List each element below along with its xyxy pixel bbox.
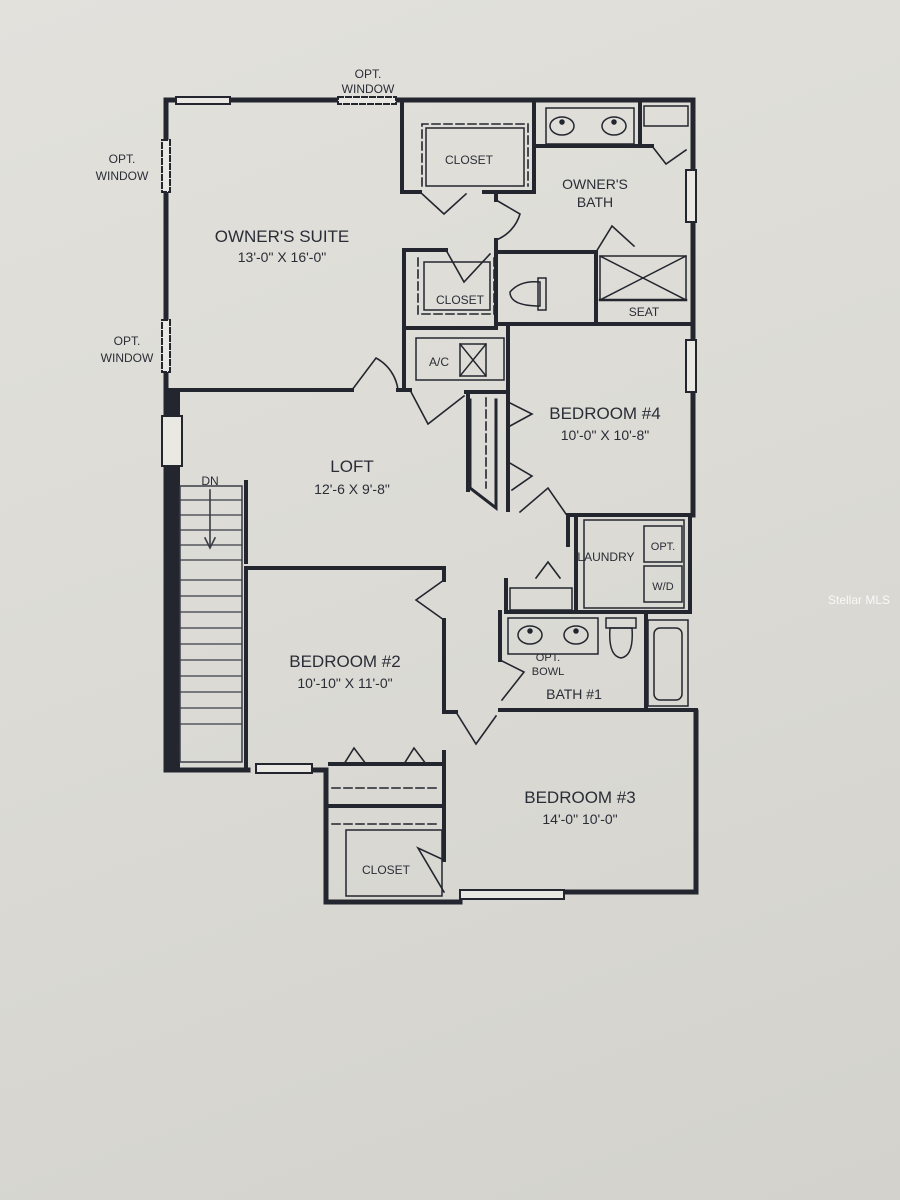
- closet-top-label: CLOSET: [445, 153, 494, 167]
- window-label-top-2: WINDOW: [342, 82, 395, 96]
- toilet-icon: [509, 280, 541, 307]
- stairs-down-label: DN: [201, 474, 218, 488]
- stair-wall: [166, 392, 180, 770]
- washer-icon: [643, 525, 683, 563]
- bedroom2-name: BEDROOM #2: [289, 652, 400, 671]
- interior-walls: [168, 102, 698, 862]
- loft-dims: 12'-6 X 9'-8": [314, 481, 390, 497]
- opt-bowl-line1: OPT.: [536, 652, 560, 664]
- laundry-label: LAUNDRY: [577, 550, 634, 564]
- owners-suite-dims: 13'-0" X 16'-0": [238, 249, 326, 265]
- window-label-left-lower-1: OPT.: [114, 334, 141, 348]
- doors[interactable]: [342, 144, 688, 894]
- opt-bowl-line2: BOWL: [532, 666, 564, 678]
- ac-unit-icon: [459, 343, 487, 377]
- closet-mid-outline: [423, 261, 491, 311]
- room-labels: OPT. WINDOW OPT. WINDOW OPT. WINDOW OWNE…: [96, 67, 676, 877]
- bathtub-icon: [647, 619, 689, 707]
- watermark: Stellar MLS: [828, 593, 890, 607]
- sink-icon: [601, 116, 627, 136]
- dryer-icon: [643, 565, 683, 603]
- window-label-left-upper-2: WINDOW: [96, 169, 149, 183]
- closet-shelves: [331, 123, 529, 825]
- window-label-top-1: OPT.: [355, 67, 382, 81]
- toilet-icon: [608, 627, 634, 659]
- sink-icon: [517, 625, 543, 645]
- bedroom4-name: BEDROOM #4: [549, 404, 660, 423]
- window-label-left-upper-1: OPT.: [109, 152, 136, 166]
- sink-icon: [549, 116, 575, 136]
- bedroom3-dims: 14'-0" 10'-0": [542, 811, 617, 827]
- windows: [161, 96, 697, 900]
- closet-top-outline: [425, 127, 525, 187]
- opt-washer-label: OPT.: [651, 541, 675, 553]
- owners-bath-line1: OWNER'S: [562, 176, 628, 192]
- owners-suite-name: OWNER'S SUITE: [215, 227, 350, 246]
- owners-bath-line2: BATH: [577, 194, 613, 210]
- bedroom3-name: BEDROOM #3: [524, 788, 635, 807]
- wd-label: W/D: [652, 581, 673, 593]
- ac-label: A/C: [429, 355, 449, 369]
- closet-bottom-label: CLOSET: [362, 863, 411, 877]
- staircase[interactable]: [179, 485, 243, 763]
- fixtures: [415, 105, 689, 707]
- closet-mid-label: CLOSET: [436, 293, 485, 307]
- bedroom4-dims: 10'-0" X 10'-8": [561, 427, 649, 443]
- window-label-left-lower-2: WINDOW: [101, 351, 154, 365]
- bedroom2-dims: 10'-10" X 11'-0": [297, 675, 392, 691]
- bath1-label: BATH #1: [546, 686, 602, 702]
- loft-name: LOFT: [330, 457, 373, 476]
- seat-label: SEAT: [629, 305, 660, 319]
- sink-icon: [563, 625, 589, 645]
- closet-bottom-outline: [345, 829, 443, 897]
